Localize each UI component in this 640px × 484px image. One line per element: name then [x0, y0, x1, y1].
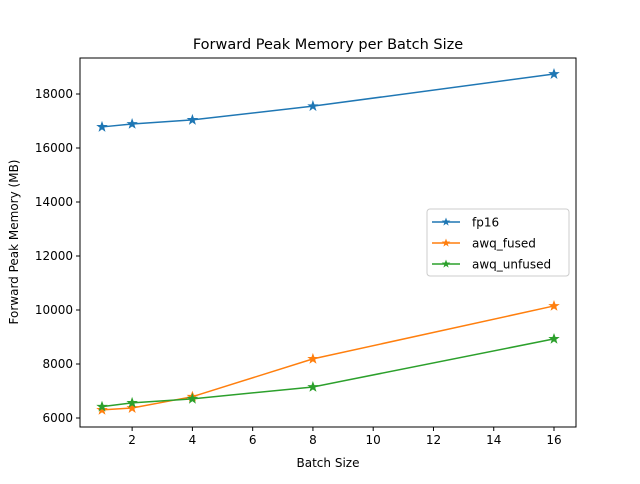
legend-label: awq_unfused [472, 258, 551, 272]
chart-title: Forward Peak Memory per Batch Size [193, 37, 463, 53]
data-point [548, 332, 560, 344]
x-tick-label: 16 [546, 433, 561, 447]
legend-label: awq_fused [472, 237, 536, 251]
x-tick-label: 4 [189, 433, 197, 447]
legend-marker [441, 217, 451, 226]
y-tick-label: 18000 [35, 87, 73, 101]
legend-label: fp16 [472, 216, 499, 230]
series-line [101, 305, 555, 411]
data-point [307, 380, 319, 392]
y-tick-label: 8000 [42, 357, 73, 371]
data-point [186, 392, 199, 404]
data-point [126, 117, 138, 129]
legend-item: awq_unfused [432, 258, 551, 272]
y-axis-label: Forward Peak Memory (MB) [7, 160, 21, 325]
y-tick-label: 16000 [35, 141, 73, 155]
series-line [101, 73, 555, 128]
data-point [548, 300, 560, 311]
data-point [96, 403, 108, 415]
data-point [186, 113, 199, 125]
plot-frame [79, 57, 577, 428]
data-point [96, 120, 108, 132]
data-point [307, 100, 319, 112]
x-tick-label: 14 [486, 433, 501, 447]
y-tick-label: 6000 [42, 411, 73, 425]
data-point [96, 400, 108, 412]
legend-box [426, 208, 570, 277]
series-fp16 [96, 68, 560, 132]
series-awq_unfused [96, 332, 560, 412]
y-tick-label: 12000 [35, 249, 73, 263]
series-awq_fused [96, 300, 560, 415]
data-point [126, 396, 138, 408]
y-tick-label: 14000 [35, 195, 73, 209]
y-tick-label: 10000 [35, 303, 73, 317]
series-line [101, 338, 555, 408]
legend: fp16 awq_fused awq_unfused [426, 208, 570, 277]
data-point [548, 68, 560, 79]
legend-item: awq_fused [432, 237, 536, 251]
data-point [307, 352, 319, 364]
x-tick-label: 8 [309, 433, 317, 447]
x-tick-label: 10 [366, 433, 381, 447]
x-tick-label: 2 [128, 433, 136, 447]
x-axis-label: Batch Size [297, 456, 360, 470]
legend-marker [441, 238, 451, 247]
x-tick-label: 12 [426, 433, 441, 447]
legend-marker [441, 259, 451, 268]
x-tick-label: 6 [249, 433, 257, 447]
legend-item: fp16 [432, 216, 499, 230]
